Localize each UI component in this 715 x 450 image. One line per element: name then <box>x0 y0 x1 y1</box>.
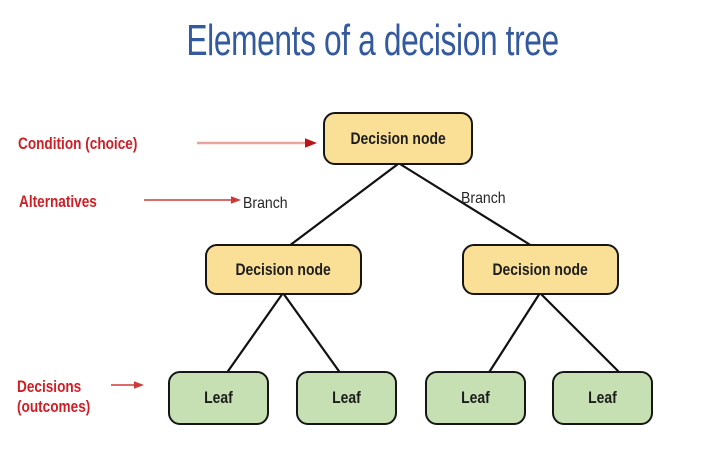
decision-node-left: Decision node <box>205 244 362 295</box>
branch-label-right: Branch <box>461 190 506 207</box>
leaf-node-2: Leaf <box>296 371 397 425</box>
condition-annotation-label: Condition (choice) <box>18 134 138 153</box>
decision-node-left-label: Decision node <box>235 259 332 279</box>
leaf-node-3-label: Leaf <box>461 388 490 407</box>
decision-node-right: Decision node <box>462 244 619 295</box>
edge-root-to-left <box>288 163 399 247</box>
alternatives-arrow-head-icon <box>231 196 241 204</box>
leaf-node-1-label: Leaf <box>204 388 233 407</box>
decisions-annotation-label: Decisions (outcomes) <box>17 377 91 416</box>
leaf-node-4: Leaf <box>552 371 653 425</box>
decisions-arrow-head-icon <box>134 381 144 389</box>
alternatives-annotation-label: Alternatives <box>19 192 97 211</box>
edge-right-to-leaf3 <box>487 292 541 375</box>
leaf-node-3: Leaf <box>425 371 526 425</box>
decision-node-root-label: Decision node <box>350 128 446 148</box>
leaf-node-2-label: Leaf <box>332 388 361 407</box>
page-title: Elements of a decision tree <box>30 16 715 65</box>
edge-root-to-right <box>399 163 533 247</box>
decision-node-root: Decision node <box>323 112 473 165</box>
edge-right-to-leaf4 <box>539 292 622 375</box>
edge-left-to-leaf2 <box>282 292 342 375</box>
branch-label-left: Branch <box>243 195 288 212</box>
leaf-node-1: Leaf <box>168 371 269 425</box>
leaf-node-4-label: Leaf <box>588 388 617 407</box>
condition-arrow-head-icon <box>305 138 317 148</box>
edge-left-to-leaf1 <box>225 292 284 375</box>
page-title-text: Elements of a decision tree <box>186 16 559 65</box>
decision-node-right-label: Decision node <box>492 259 589 279</box>
